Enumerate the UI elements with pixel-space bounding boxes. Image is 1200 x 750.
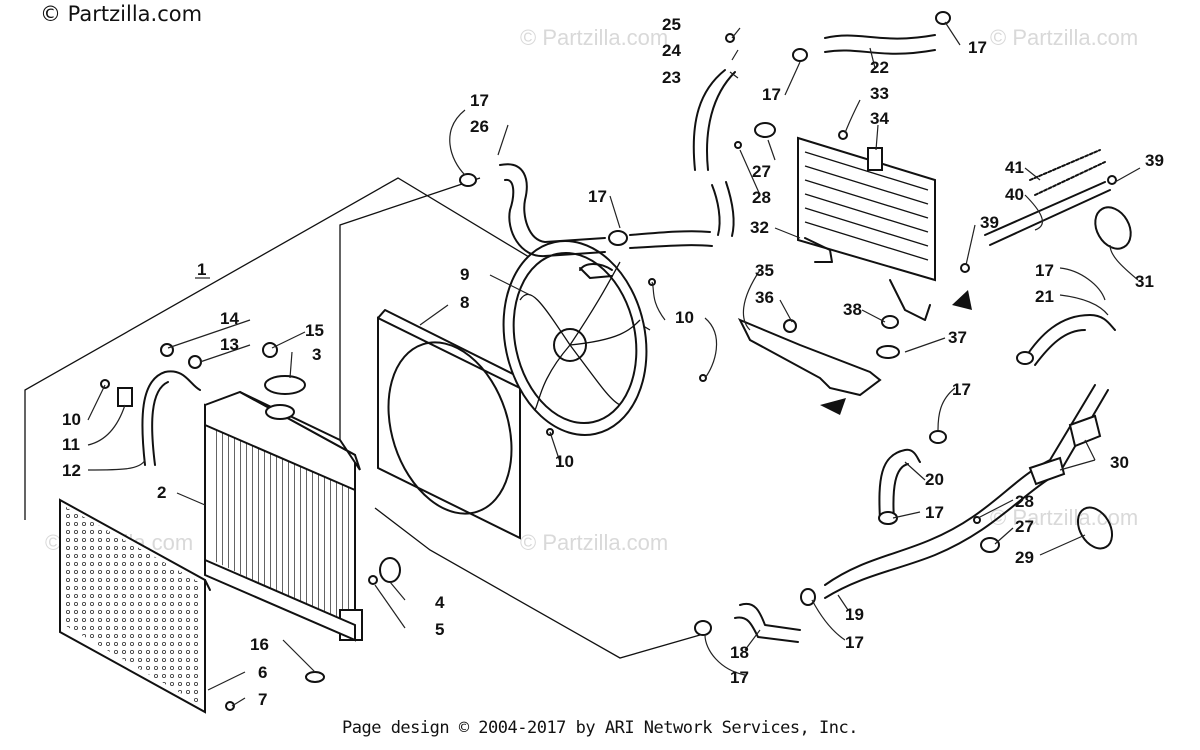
callout-17: 17 bbox=[952, 380, 971, 399]
hose-41 bbox=[1029, 149, 1106, 196]
lower-hose-bracket bbox=[374, 507, 701, 659]
callout-34: 34 bbox=[870, 109, 889, 128]
callout-27: 27 bbox=[752, 162, 771, 181]
callout-17: 17 bbox=[925, 503, 944, 522]
callout-25: 25 bbox=[662, 15, 681, 34]
clamp-31 bbox=[1094, 206, 1132, 250]
callout-9: 9 bbox=[460, 265, 469, 284]
hose-40 bbox=[984, 181, 1111, 246]
callout-36: 36 bbox=[755, 288, 774, 307]
direction-arrow bbox=[820, 398, 846, 415]
mounting-bracket bbox=[737, 318, 882, 397]
hose-segment bbox=[629, 230, 713, 249]
watermark: © Partzilla.com bbox=[990, 25, 1138, 50]
hose-19 bbox=[824, 384, 1109, 599]
pad-30b bbox=[1028, 456, 1066, 486]
leader-lines bbox=[87, 21, 1141, 707]
callout-17: 17 bbox=[845, 633, 864, 652]
callout-2: 2 bbox=[157, 483, 166, 502]
clamp-29 bbox=[1076, 506, 1114, 550]
callout-8: 8 bbox=[460, 293, 469, 312]
watermark: © Partzilla.com bbox=[520, 530, 668, 555]
callout-29: 29 bbox=[1015, 548, 1034, 567]
callout-31: 31 bbox=[1135, 272, 1154, 291]
hose-clamps bbox=[459, 11, 1117, 636]
pad-30a bbox=[1068, 414, 1102, 448]
callout-6: 6 bbox=[258, 663, 267, 682]
callout-15: 15 bbox=[305, 321, 324, 340]
callout-30: 30 bbox=[1110, 453, 1129, 472]
assembly-bracket-inner bbox=[339, 177, 481, 455]
callout-24: 24 bbox=[662, 41, 681, 60]
callout-16: 16 bbox=[250, 635, 269, 654]
callout-14: 14 bbox=[220, 309, 239, 328]
callout-10: 10 bbox=[555, 452, 574, 471]
callout-20: 20 bbox=[925, 470, 944, 489]
callout-17: 17 bbox=[1035, 261, 1054, 280]
callout-17: 17 bbox=[968, 38, 987, 57]
assembly-bracket bbox=[24, 177, 651, 520]
radiator bbox=[204, 390, 363, 642]
callout-13: 13 bbox=[220, 335, 239, 354]
hose-21 bbox=[1024, 314, 1116, 366]
hose-short bbox=[711, 181, 735, 237]
oil-cooler bbox=[797, 136, 936, 321]
callout-28: 28 bbox=[1015, 492, 1034, 511]
callout-labels: 1 2 3 4 5 6 7 8 9 10 10 10 11 12 13 14 1… bbox=[62, 15, 1164, 709]
callout-22: 22 bbox=[870, 58, 889, 77]
callout-26: 26 bbox=[470, 117, 489, 136]
cooling-fan bbox=[502, 240, 648, 436]
hose-22 bbox=[824, 34, 936, 55]
callout-18: 18 bbox=[730, 643, 749, 662]
callout-1: 1 bbox=[197, 260, 206, 279]
callout-7: 7 bbox=[258, 690, 267, 709]
callout-17: 17 bbox=[730, 668, 749, 687]
copyright-notice: © Partzilla.com bbox=[40, 2, 203, 26]
overflow-hose bbox=[141, 370, 201, 466]
callout-33: 33 bbox=[870, 84, 889, 103]
watermark: © Partzilla.com bbox=[520, 25, 668, 50]
callout-17: 17 bbox=[470, 91, 489, 110]
callout-39: 39 bbox=[1145, 151, 1164, 170]
direction-arrow bbox=[952, 290, 972, 310]
callout-21: 21 bbox=[1035, 287, 1054, 306]
upper-hose-edge bbox=[504, 178, 606, 258]
callout-28: 28 bbox=[752, 188, 771, 207]
callout-37: 37 bbox=[948, 328, 967, 347]
hose-18 bbox=[734, 602, 801, 643]
hose-23 bbox=[692, 69, 736, 171]
callout-19: 19 bbox=[845, 605, 864, 624]
page-footer: Page design © 2004-2017 by ARI Network S… bbox=[342, 718, 858, 738]
callout-10: 10 bbox=[62, 410, 81, 429]
callout-35: 35 bbox=[755, 261, 774, 280]
hose-20 bbox=[878, 448, 921, 521]
callout-40: 40 bbox=[1005, 185, 1024, 204]
callout-4: 4 bbox=[435, 593, 445, 612]
upper-hose bbox=[499, 163, 606, 243]
watermark: © Partzilla.com bbox=[990, 505, 1138, 530]
hose-connector-27 bbox=[754, 122, 776, 138]
overflow-hose-edge bbox=[151, 381, 169, 466]
callout-32: 32 bbox=[750, 218, 769, 237]
callout-38: 38 bbox=[843, 300, 862, 319]
callout-3: 3 bbox=[312, 345, 321, 364]
callout-27: 27 bbox=[1015, 517, 1034, 536]
radiator-cap bbox=[264, 375, 306, 420]
callout-5: 5 bbox=[435, 620, 444, 639]
callout-23: 23 bbox=[662, 68, 681, 87]
callout-17: 17 bbox=[588, 187, 607, 206]
callout-12: 12 bbox=[62, 461, 81, 480]
callout-11: 11 bbox=[62, 435, 80, 454]
callout-17: 17 bbox=[762, 85, 781, 104]
callout-10: 10 bbox=[675, 308, 694, 327]
callout-39: 39 bbox=[980, 213, 999, 232]
callout-41: 41 bbox=[1005, 158, 1024, 177]
radiator-screen bbox=[59, 498, 211, 714]
fan-wire bbox=[579, 267, 613, 279]
